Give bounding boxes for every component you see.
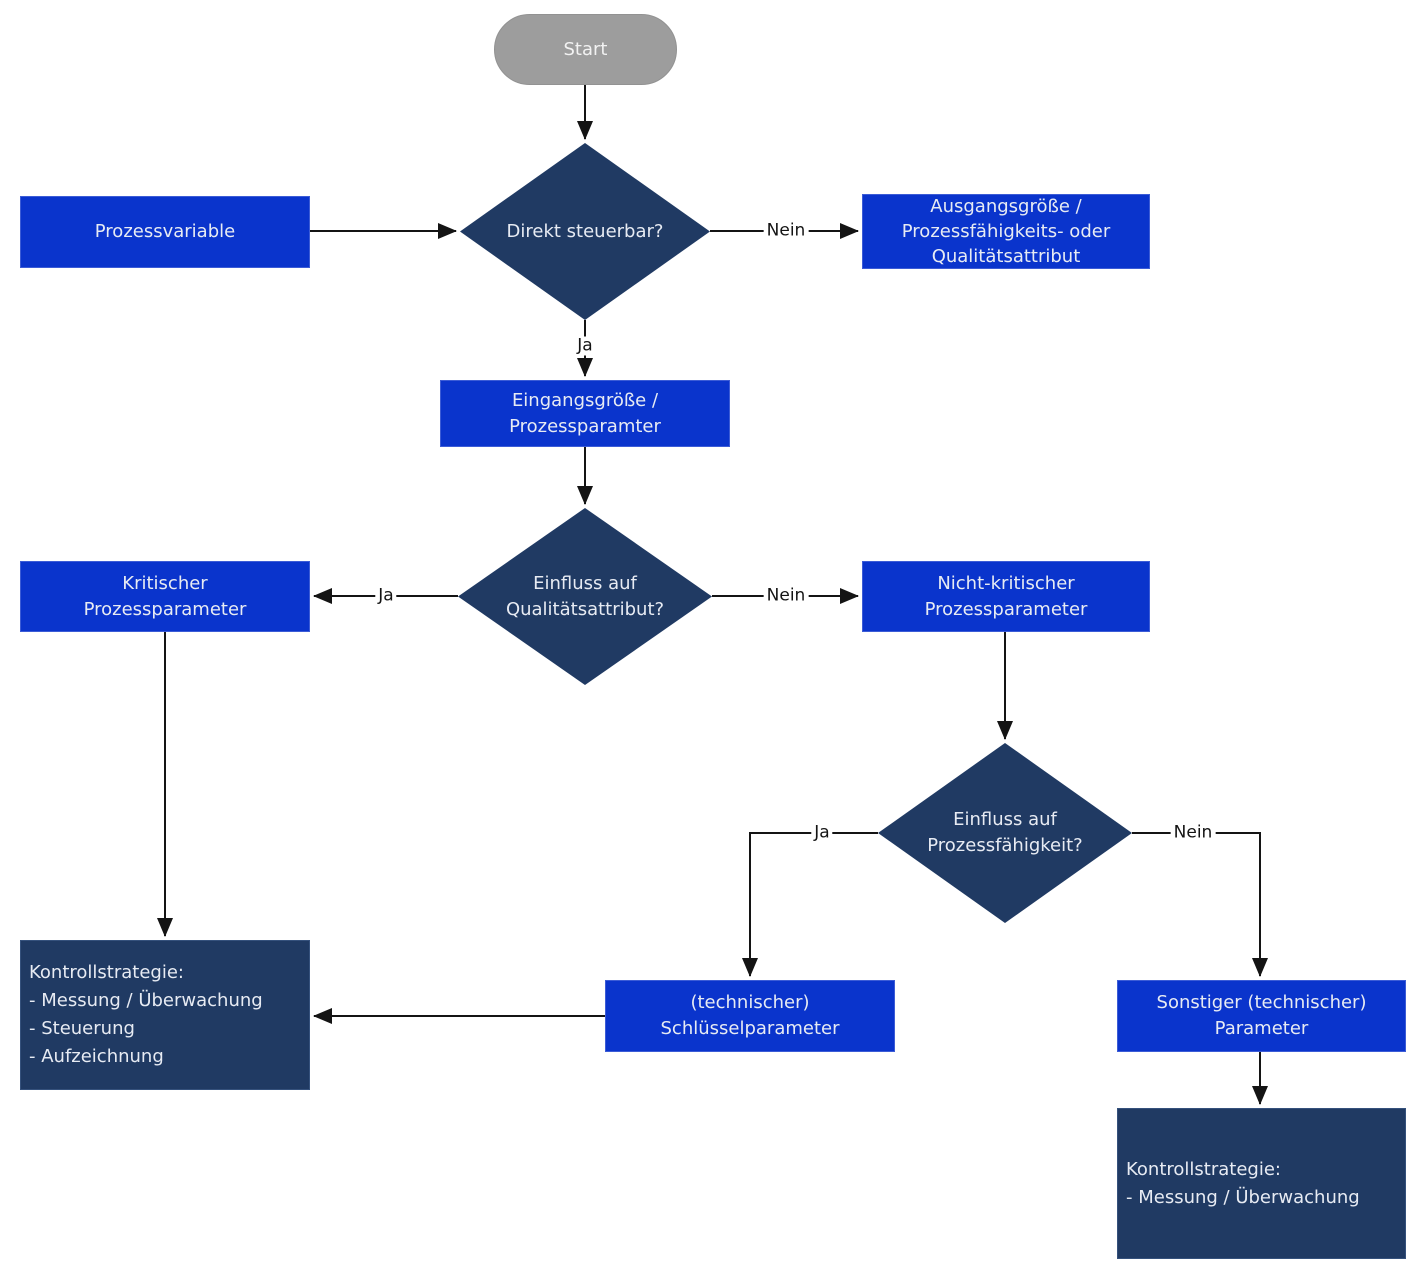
node-nicht-kritischer-prozessparameter: Nicht-kritischer Prozessparameter bbox=[862, 561, 1150, 632]
node-kontrollstrategie-voll: Kontrollstrategie: - Messung / Überwachu… bbox=[20, 940, 310, 1090]
edge-label-direkt-nein: Nein bbox=[763, 221, 809, 241]
node-kritischer-prozessparameter: Kritischer Prozessparameter bbox=[20, 561, 310, 632]
edge-einfluss-prozessfaehigkeit-ja-to-schluesselparameter bbox=[742, 832, 878, 977]
node-decision-einfluss-prozessfaehigkeit: Einfluss auf Prozessfähigkeit? bbox=[878, 743, 1132, 923]
node-decision-einfluss-qualitaet: Einfluss auf Qualitätsattribut? bbox=[458, 508, 712, 685]
node-prozessvariable: Prozessvariable bbox=[20, 196, 310, 268]
node-eingangsgroesse: Eingangsgröße / Prozessparamter bbox=[440, 380, 730, 447]
edge-einfluss-prozessfaehigkeit-nein-to-sonstiger bbox=[1132, 832, 1268, 977]
node-start: Start bbox=[494, 14, 677, 85]
node-kontrollstrategie-messung: Kontrollstrategie: - Messung / Überwachu… bbox=[1117, 1108, 1406, 1259]
edge-label-qualitaet-nein: Nein bbox=[763, 586, 809, 606]
edge-label-faehigkeit-ja: Ja bbox=[811, 823, 833, 843]
node-sonstiger-technischer-parameter: Sonstiger (technischer) Parameter bbox=[1117, 980, 1406, 1052]
edge-label-faehigkeit-nein: Nein bbox=[1170, 823, 1216, 843]
node-technischer-schluesselparameter: (technischer) Schlüsselparameter bbox=[605, 980, 895, 1052]
edge-label-direkt-ja: Ja bbox=[574, 336, 596, 356]
node-decision-direkt-steuerbar: Direkt steuerbar? bbox=[460, 143, 710, 320]
edge-label-qualitaet-ja: Ja bbox=[375, 586, 397, 606]
node-ausgangsgroesse: Ausgangsgröße / Prozessfähigkeits- oder … bbox=[862, 194, 1150, 269]
